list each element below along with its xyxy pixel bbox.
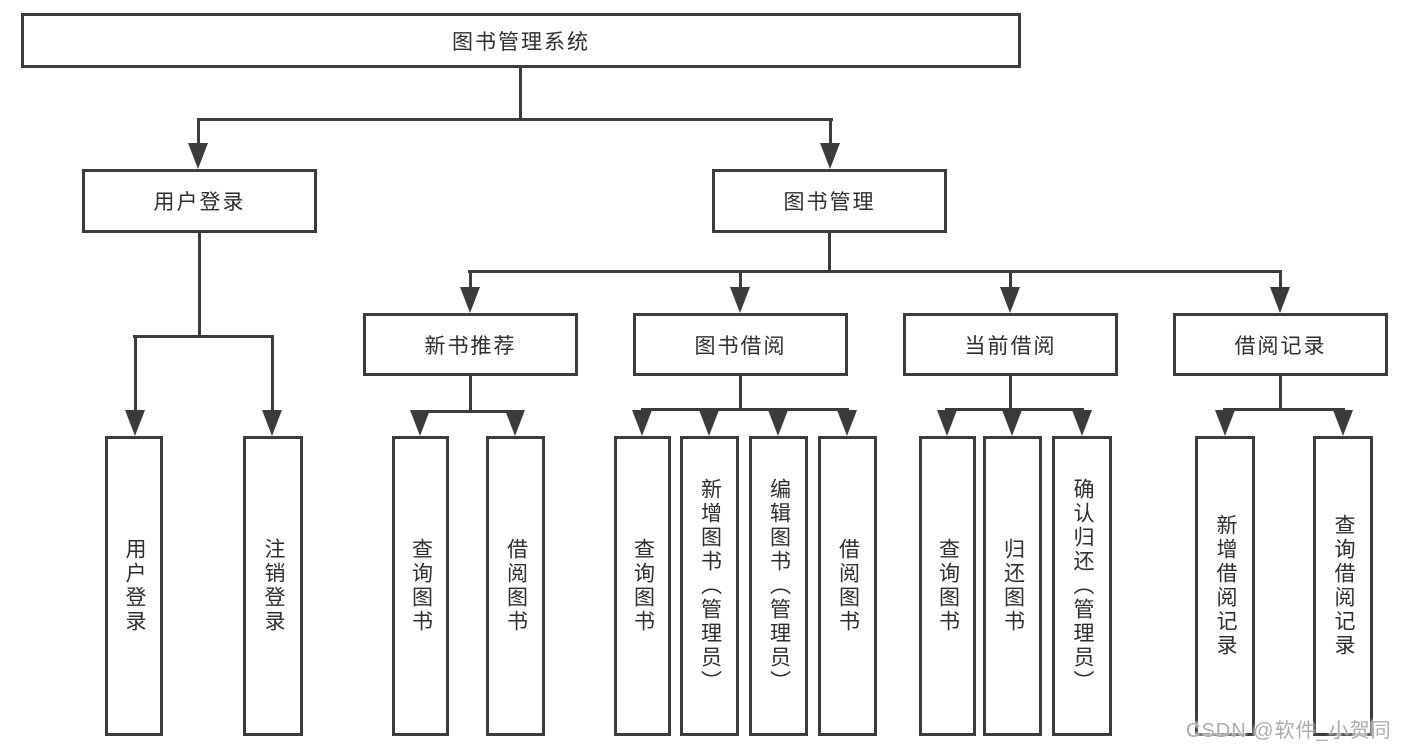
- connector-line: [197, 118, 200, 146]
- arrow-down-icon: [937, 410, 957, 436]
- connector-line: [519, 66, 522, 120]
- arrow-down-icon: [768, 410, 788, 436]
- leaf-label: 编辑图书（管理员）: [767, 478, 791, 694]
- leaf-label: 确认归还（管理员）: [1071, 478, 1095, 694]
- arrow-down-icon: [1333, 410, 1353, 436]
- connector-line: [828, 231, 831, 272]
- connector-line: [198, 231, 201, 337]
- leaf-label: 新增图书（管理员）: [698, 478, 722, 694]
- arrow-down-icon: [262, 410, 282, 436]
- arrow-down-icon: [837, 410, 857, 436]
- connector-line: [1009, 270, 1012, 290]
- leaf-label: 借阅图书: [504, 538, 528, 634]
- leaf-query-borrow-record: 查询借阅记录: [1313, 436, 1373, 736]
- leaf-label: 注销登录: [262, 538, 286, 634]
- arrow-down-icon: [730, 287, 750, 313]
- connector-line: [641, 408, 849, 411]
- connector-line: [271, 335, 274, 413]
- arrow-down-icon: [460, 287, 480, 313]
- arrow-down-icon: [505, 410, 525, 436]
- connector-line: [945, 408, 1084, 411]
- node-new-book-recommend: 新书推荐: [363, 313, 578, 376]
- connector-line: [469, 374, 472, 412]
- leaf-label: 新增借阅记录: [1214, 514, 1238, 658]
- connector-line: [133, 335, 274, 338]
- leaf-query-books-recommend: 查询图书: [392, 436, 449, 736]
- arrow-down-icon: [1215, 410, 1235, 436]
- leaf-label: 用户登录: [123, 538, 147, 634]
- node-current-borrowing: 当前借阅: [903, 313, 1118, 376]
- arrow-down-icon: [188, 143, 208, 169]
- arrow-down-icon: [1072, 410, 1092, 436]
- leaf-query-books-borrowing: 查询图书: [614, 436, 671, 736]
- arrow-down-icon: [1270, 287, 1290, 313]
- arrow-down-icon: [410, 410, 430, 436]
- leaf-confirm-return-admin: 确认归还（管理员）: [1052, 436, 1112, 736]
- leaf-add-books-admin: 新增图书（管理员）: [680, 436, 739, 736]
- node-root-system: 图书管理系统: [21, 13, 1021, 68]
- arrow-down-icon: [820, 143, 840, 169]
- arrow-down-icon: [1002, 410, 1022, 436]
- connector-line: [134, 335, 137, 413]
- leaf-logout: 注销登录: [243, 436, 303, 736]
- arrow-down-icon: [1000, 287, 1020, 313]
- leaf-return-books: 归还图书: [983, 436, 1042, 736]
- connector-line: [1279, 270, 1282, 290]
- leaf-user-login: 用户登录: [105, 436, 163, 736]
- arrow-down-icon: [125, 410, 145, 436]
- connector-line: [469, 270, 472, 290]
- connector-line: [1223, 408, 1345, 411]
- leaf-borrow-books: 借阅图书: [818, 436, 877, 736]
- connector-line: [418, 410, 518, 413]
- leaf-label: 查询借阅记录: [1332, 514, 1356, 658]
- node-book-borrowing: 图书借阅: [633, 313, 848, 376]
- watermark-text: CSDN @软件_小贺同学: [1186, 720, 1392, 742]
- leaf-label: 查询图书: [631, 538, 655, 634]
- connector-line: [829, 118, 832, 146]
- node-book-management: 图书管理: [712, 169, 947, 233]
- leaf-label: 查询图书: [936, 538, 960, 634]
- node-borrowing-records: 借阅记录: [1173, 313, 1388, 376]
- node-user-login-branch: 用户登录: [82, 169, 317, 233]
- connector-line: [468, 270, 1282, 273]
- connector-line: [739, 270, 742, 290]
- leaf-label: 查询图书: [409, 538, 433, 634]
- leaf-label: 借阅图书: [836, 538, 860, 634]
- connector-line: [1009, 374, 1012, 410]
- leaf-edit-books-admin: 编辑图书（管理员）: [749, 436, 808, 736]
- connector-line: [1279, 374, 1282, 410]
- leaf-borrow-books-recommend: 借阅图书: [486, 436, 545, 736]
- connector-line: [197, 118, 833, 121]
- leaf-label: 归还图书: [1001, 538, 1025, 634]
- leaf-add-borrow-record: 新增借阅记录: [1195, 436, 1255, 736]
- connector-line: [739, 374, 742, 410]
- leaf-query-books-current: 查询图书: [919, 436, 976, 736]
- arrow-down-icon: [632, 410, 652, 436]
- arrow-down-icon: [699, 410, 719, 436]
